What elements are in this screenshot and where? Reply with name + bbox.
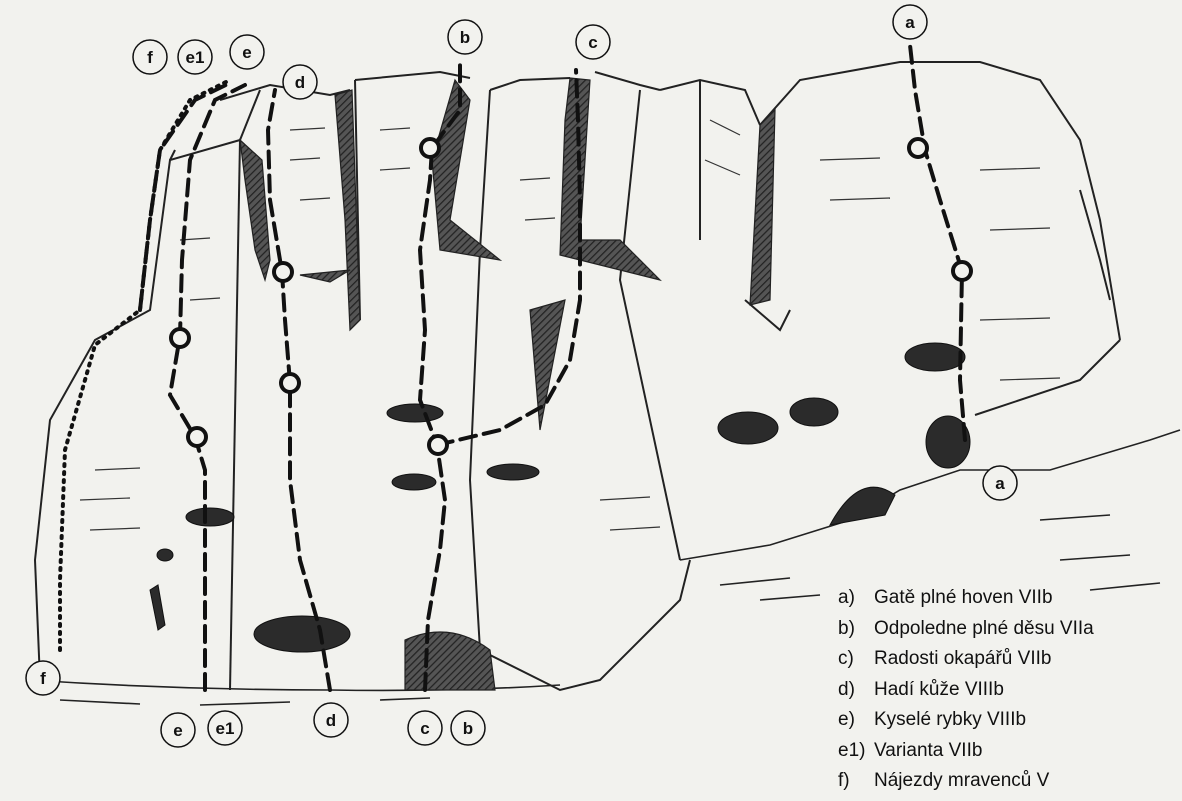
marker-bottom-d: d — [314, 703, 348, 737]
crack-features — [240, 78, 775, 690]
marker-bottom-e1: e1 — [208, 711, 242, 745]
svg-text:b: b — [463, 719, 473, 738]
legend-key: b) — [838, 614, 874, 645]
marker-right-a: a — [983, 466, 1017, 500]
legend-route-name: Radosti okapářů VIIb — [874, 644, 1051, 675]
marker-bottom-c: c — [408, 711, 442, 745]
legend-row-c: c) Radosti okapářů VIIb — [838, 644, 1178, 675]
route-a-line — [910, 45, 965, 440]
legend-row-f: f) Nájezdy mravenců V — [838, 766, 1178, 797]
marker-top-e: e — [230, 35, 264, 69]
legend-key: a) — [838, 583, 874, 614]
svg-text:c: c — [588, 33, 597, 52]
svg-text:e: e — [173, 721, 182, 740]
route-lines — [60, 45, 965, 690]
route-legend: a) Gatě plné hoven VIIb b) Odpoledne pln… — [838, 583, 1178, 797]
svg-text:b: b — [460, 28, 470, 47]
marker-top-d: d — [283, 65, 317, 99]
legend-key: d) — [838, 675, 874, 706]
svg-text:e1: e1 — [216, 719, 235, 738]
legend-key: c) — [838, 644, 874, 675]
marker-top-f: f — [133, 40, 167, 74]
legend-key: e1) — [838, 736, 874, 767]
svg-text:d: d — [326, 711, 336, 730]
legend-key: f) — [838, 766, 874, 797]
legend-row-d: d) Hadí kůže VIIIb — [838, 675, 1178, 706]
legend-key: e) — [838, 705, 874, 736]
marker-bottom-e: e — [161, 713, 195, 747]
svg-text:a: a — [995, 474, 1005, 493]
svg-text:d: d — [295, 73, 305, 92]
svg-text:e: e — [242, 43, 251, 62]
legend-route-name: Nájezdy mravenců V — [874, 766, 1049, 797]
marker-top-a: a — [893, 5, 927, 39]
legend-route-name: Varianta VIIb — [874, 736, 982, 767]
marker-top-c: c — [576, 25, 610, 59]
svg-text:e1: e1 — [186, 48, 205, 67]
legend-route-name: Kyselé rybky VIIIb — [874, 705, 1026, 736]
svg-text:c: c — [420, 719, 429, 738]
legend-route-name: Odpoledne plné děsu VIIa — [874, 614, 1094, 645]
marker-bottom-b: b — [451, 711, 485, 745]
svg-text:f: f — [147, 48, 153, 67]
svg-text:f: f — [40, 669, 46, 688]
svg-text:a: a — [905, 13, 915, 32]
legend-route-name: Gatě plné hoven VIIb — [874, 583, 1053, 614]
marker-top-e1: e1 — [178, 40, 212, 74]
marker-bottom-f: f — [26, 661, 60, 695]
route-d-line — [268, 90, 330, 690]
legend-row-e1: e1) Varianta VIIb — [838, 736, 1178, 767]
legend-row-e: e) Kyselé rybky VIIIb — [838, 705, 1178, 736]
legend-route-name: Hadí kůže VIIIb — [874, 675, 1004, 706]
marker-top-b: b — [448, 20, 482, 54]
route-e-line — [170, 85, 245, 690]
legend-row-a: a) Gatě plné hoven VIIb — [838, 583, 1178, 614]
legend-row-b: b) Odpoledne plné děsu VIIa — [838, 614, 1178, 645]
